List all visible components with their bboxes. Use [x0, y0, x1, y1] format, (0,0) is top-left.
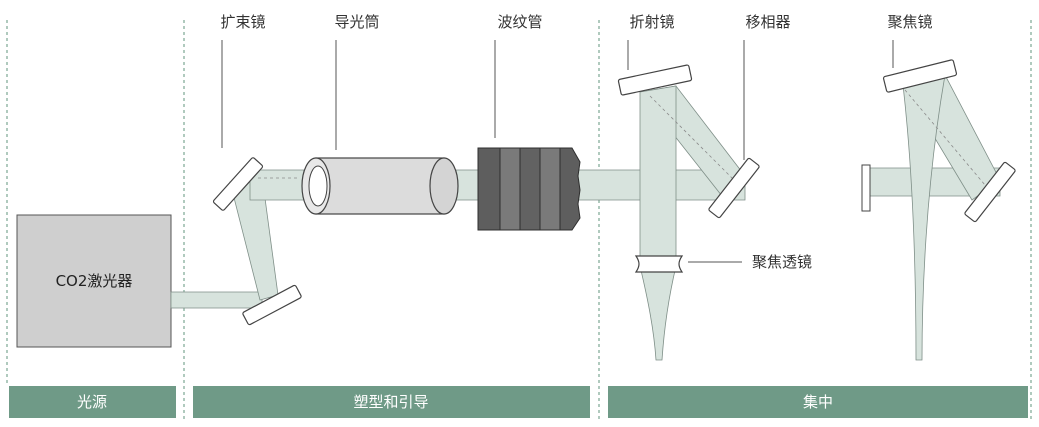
phase-shifter-mirror — [708, 157, 760, 219]
label-bellows: 波纹管 — [497, 13, 542, 31]
expander-mirror-lower — [242, 284, 302, 326]
section-dividers — [6, 20, 1032, 420]
bellows — [477, 147, 581, 231]
section-label-focus: 集中 — [803, 393, 833, 411]
right-phase-mirror — [964, 161, 1016, 223]
leader-lines — [221, 40, 894, 263]
tube-body — [315, 157, 445, 215]
folding-mirror — [617, 64, 693, 96]
label-beam-expander: 扩束镜 — [220, 13, 265, 31]
expander-mirror-upper — [212, 157, 264, 211]
tube-end-left-inner — [308, 165, 328, 207]
section-label-source: 光源 — [77, 393, 107, 411]
section-bar-shaping — [193, 386, 590, 418]
co2-laser-label: CO2激光器 — [56, 272, 133, 290]
focusing-lens — [634, 255, 684, 273]
label-focusing-mirror: 聚焦镜 — [887, 13, 932, 31]
label-phase-shifter: 移相器 — [745, 13, 790, 31]
laser-beams — [170, 74, 1001, 361]
guide-right-module — [904, 89, 986, 186]
co2-laser-box — [16, 214, 172, 348]
beam-folded-vertical — [639, 85, 677, 259]
label-focusing-lens: 聚焦透镜 — [752, 253, 812, 271]
label-folding-mirror: 折射镜 — [629, 13, 674, 31]
focusing-mirror — [882, 59, 958, 93]
guide-folding-diagonal — [649, 95, 737, 183]
beam-mirror-focus-cone — [902, 74, 946, 361]
beam-focused-cone — [639, 265, 677, 361]
beam-guides — [258, 89, 986, 186]
section-bar-focus — [608, 386, 1028, 418]
light-guide-tube — [301, 157, 459, 215]
label-light-guide: 导光筒 — [334, 13, 379, 31]
section-bars: 光源 塑型和引导 集中 — [9, 386, 1028, 418]
section-bar-source — [9, 386, 176, 418]
right-input-aperture — [861, 164, 871, 212]
beam-laser-output — [170, 291, 263, 309]
beam-expander — [212, 157, 302, 326]
tube-end-right — [429, 157, 459, 215]
section-label-shaping: 塑型和引导 — [353, 393, 428, 411]
bellows-fold-5 — [559, 147, 581, 231]
